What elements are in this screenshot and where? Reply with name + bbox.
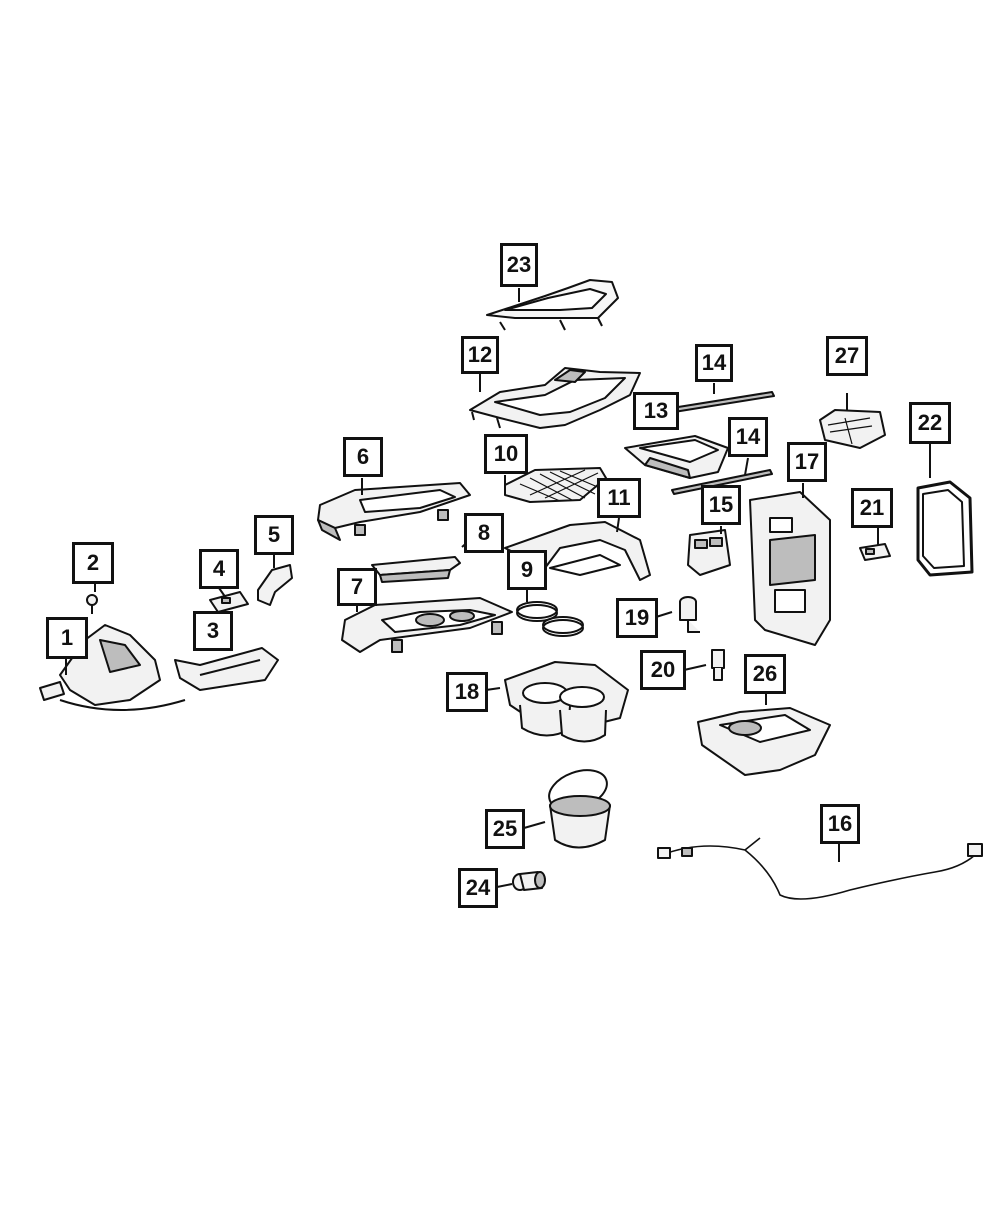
- callout-9[interactable]: 9: [507, 550, 547, 590]
- part-4-switch-module[interactable]: [209, 591, 249, 613]
- callout-21[interactable]: 21: [851, 488, 893, 528]
- callout-8[interactable]: 8: [464, 513, 504, 553]
- part-25-cup-insert[interactable]: [544, 763, 613, 849]
- part-9-cup-rings[interactable]: [516, 601, 584, 637]
- callout-25[interactable]: 25: [485, 809, 525, 849]
- callout-7[interactable]: 7: [337, 568, 377, 606]
- callout-6[interactable]: 6: [343, 437, 383, 477]
- part-19-power-outlet[interactable]: [679, 596, 700, 633]
- part-5-bracket[interactable]: [257, 564, 293, 606]
- callout-26[interactable]: 26: [744, 654, 786, 694]
- part-10-grid-mat[interactable]: [504, 467, 607, 503]
- callout-16[interactable]: 16: [820, 804, 860, 844]
- callout-15[interactable]: 15: [701, 485, 741, 525]
- callout-3[interactable]: 3: [193, 611, 233, 651]
- callout-24[interactable]: 24: [458, 868, 498, 908]
- callout-1[interactable]: 1: [46, 617, 88, 659]
- callout-4[interactable]: 4: [199, 549, 239, 589]
- part-23-bezel-frame[interactable]: [486, 279, 619, 331]
- part-14-trim-strip-upper[interactable]: [671, 391, 775, 413]
- part-24-plug[interactable]: [512, 871, 546, 891]
- callout-22[interactable]: 22: [909, 402, 951, 444]
- callout-10[interactable]: 10: [484, 434, 528, 474]
- callout-14-upper[interactable]: 14: [695, 344, 733, 382]
- callout-17[interactable]: 17: [787, 442, 827, 482]
- callout-2[interactable]: 2: [72, 542, 114, 584]
- callout-12[interactable]: 12: [461, 336, 499, 374]
- callout-11[interactable]: 11: [597, 478, 641, 518]
- part-14-trim-strip-lower[interactable]: [671, 469, 773, 495]
- part-18-cupholder-assy[interactable]: [504, 661, 629, 743]
- part-26-rear-tray[interactable]: [697, 707, 831, 776]
- callout-14-lower[interactable]: 14: [728, 417, 768, 457]
- part-13-storage-tray[interactable]: [624, 435, 729, 479]
- callout-19[interactable]: 19: [616, 598, 658, 638]
- part-6-armrest-lid[interactable]: [317, 482, 471, 541]
- callout-5[interactable]: 5: [254, 515, 294, 555]
- callout-13[interactable]: 13: [633, 392, 679, 430]
- part-12-upper-console[interactable]: [469, 367, 641, 429]
- part-3-side-trim[interactable]: [174, 647, 279, 691]
- callout-20[interactable]: 20: [640, 650, 686, 690]
- callout-23[interactable]: 23: [500, 243, 538, 287]
- part-17-rear-panel[interactable]: [749, 491, 831, 646]
- part-27-air-vent[interactable]: [819, 409, 886, 449]
- part-16-wiring-harness[interactable]: [657, 837, 983, 900]
- callout-27[interactable]: 27: [826, 336, 868, 376]
- part-22-trim-bezel[interactable]: [916, 480, 974, 577]
- part-20-socket[interactable]: [711, 649, 725, 681]
- part-21-switch[interactable]: [859, 543, 891, 561]
- callout-18[interactable]: 18: [446, 672, 488, 712]
- part-2-screw[interactable]: [86, 594, 98, 614]
- part-7-console-base[interactable]: [341, 597, 513, 653]
- part-8-small-tray[interactable]: [371, 556, 461, 583]
- part-15-usb-module[interactable]: [687, 529, 731, 576]
